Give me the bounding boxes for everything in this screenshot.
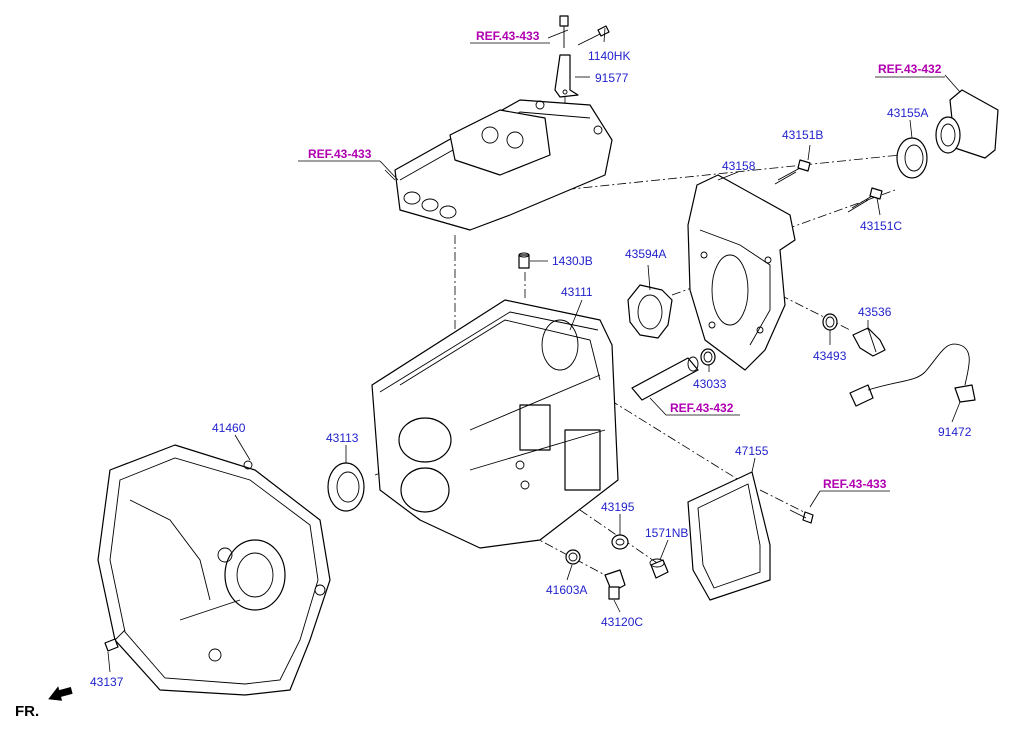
label-41603a: 41603A [546,583,587,597]
label-91577: 91577 [595,71,629,85]
shaft-ref-43-432 [631,356,699,401]
plug-1571nb [649,558,669,579]
wire-harness-91472 [849,343,976,407]
front-arrow-icon [48,686,73,701]
cover-47155 [687,471,771,601]
drain-plug-43120c [604,569,626,600]
label-41460: 41460 [212,421,246,435]
bolt-43151b [774,159,811,185]
label-43151c: 43151C [860,219,902,233]
retainer-43594a [627,284,673,339]
label-43137: 43137 [90,675,124,689]
bolt-ref-43-433 [789,509,814,524]
clutch-housing-41460 [97,444,331,696]
label-43120c: 43120C [601,615,643,629]
label-43155a: 43155A [887,106,928,120]
label-43195: 43195 [601,500,635,514]
label-43493: 43493 [813,349,847,363]
label-1571nb: 1571NB [645,526,688,540]
ref-label-cover[interactable]: REF.43-433 [308,147,372,161]
switch-43536 [852,327,886,357]
bolt-1140hk [559,15,610,48]
ref-label-top[interactable]: REF.43-433 [476,29,540,43]
oil-seal-43113 [327,462,365,512]
top-cover-assembly [394,99,613,231]
washer-43195 [611,534,629,550]
extension-housing-43158 [687,174,796,371]
ref-label-bolt[interactable]: REF.43-433 [823,477,887,491]
dowel-pin-1430jb [518,252,530,269]
o-ring-43033 [700,348,716,366]
label-43111: 43111 [561,285,593,299]
label-43594a: 43594A [625,247,666,261]
label-43158: 43158 [722,159,756,173]
ref-arrows [298,42,945,508]
o-ring-43493 [822,313,838,331]
leader-lines [107,27,961,673]
transmission-case-43111 [371,299,619,549]
bolt-43151c [847,187,883,213]
label-91472: 91472 [938,425,972,439]
washer-41603a [565,549,581,565]
label-43113: 43113 [326,431,359,445]
ref-label-adapter[interactable]: REF.43-432 [878,62,942,76]
bracket-91577 [554,54,579,98]
oil-seal-43155a [896,137,928,179]
label-43151b: 43151B [782,128,823,142]
label-43536: 43536 [858,305,892,319]
label-1430jb: 1430JB [552,254,593,268]
label-1140hk: 1140HK [588,49,630,63]
adapter-housing-ref [935,89,999,159]
ref-label-shaft[interactable]: REF.43-432 [670,401,734,415]
bolt-43137 [104,629,126,652]
label-47155: 47155 [735,444,769,458]
front-direction-label: FR. [15,703,39,720]
label-43033: 43033 [693,377,727,391]
